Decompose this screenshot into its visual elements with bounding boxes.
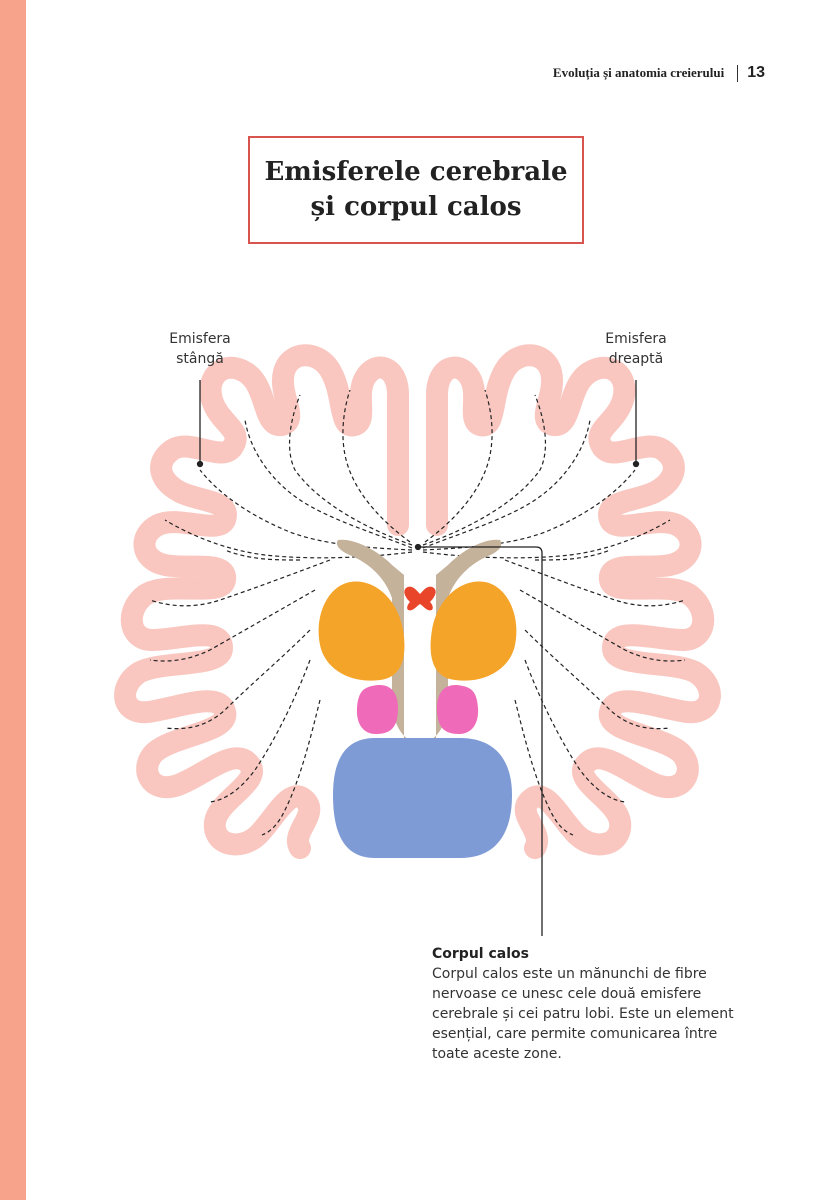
title-line-1: Emisferele cerebrale [264, 157, 568, 187]
right-leader-dot [632, 460, 640, 468]
running-head: Evoluția și anatomia creierului 13 [553, 64, 765, 82]
callosum-leader-line [418, 546, 543, 936]
left-thalamus [318, 581, 405, 681]
right-thalamus [430, 581, 517, 681]
left-accent-strip [0, 0, 26, 1200]
label-left-line-2: stângă [176, 351, 224, 367]
header-separator [737, 64, 739, 82]
left-cortex-folds [114, 344, 409, 859]
right-cortex-folds [426, 344, 721, 859]
label-right-line-1: Emisfera [605, 331, 667, 347]
caption-text: Corpul calos este un mănunchi de fibre n… [432, 966, 734, 1062]
corpus-callosum-caption: Corpul calos Corpul calos este un mănunc… [432, 944, 752, 1064]
caption-title: Corpul calos [432, 946, 529, 962]
left-leader-dot [196, 460, 204, 468]
label-left-hemisphere: Emisfera stângă [160, 329, 240, 369]
label-right-line-2: dreaptă [608, 351, 664, 367]
title-line-2: și corpul calos [310, 192, 522, 222]
label-right-hemisphere: Emisfera dreaptă [596, 329, 676, 369]
left-hemisphere [114, 344, 413, 859]
chapter-title: Evoluția și anatomia creierului [552, 65, 725, 80]
page-number: 13 [747, 64, 765, 81]
right-hemisphere [422, 344, 721, 859]
right-fiber-lines [422, 389, 686, 836]
section-title-box: Emisferele cerebrale și corpul calos [248, 136, 584, 244]
left-pink-structure [356, 684, 398, 734]
leader-lines [196, 380, 640, 936]
right-pink-structure [437, 684, 479, 734]
blue-lower-structure [333, 738, 512, 858]
label-left-line-1: Emisfera [169, 331, 231, 347]
left-fiber-lines [149, 389, 413, 836]
callosum-leader-dot [414, 543, 422, 551]
red-midline-structure [404, 586, 436, 611]
